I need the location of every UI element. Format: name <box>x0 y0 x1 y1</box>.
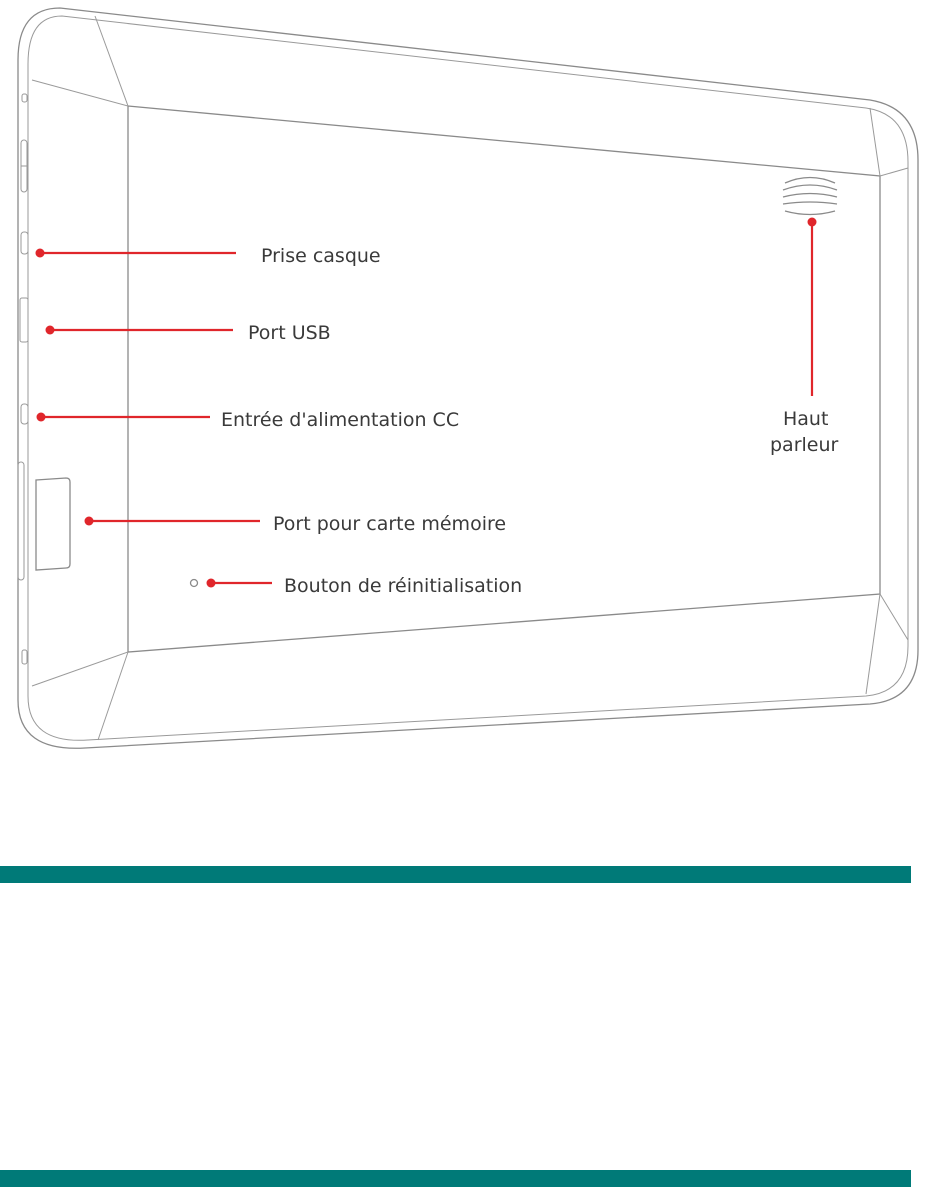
tablet-back-diagram: Prise casque Port USB Entrée d'alimentat… <box>0 0 934 760</box>
reset-button-label: Bouton de réinitialisation <box>284 575 522 597</box>
speaker-label-line1: Haut <box>783 408 828 430</box>
callout-speaker: Haut parleur <box>770 218 839 457</box>
callout-usb-port: Port USB <box>46 322 331 344</box>
callout-dc-power-input: Entrée d'alimentation CC <box>37 409 460 431</box>
tablet-body <box>18 8 918 748</box>
usb-port-label: Port USB <box>248 322 331 344</box>
memory-card-slot-shape <box>36 478 70 570</box>
memory-card-slot-label: Port pour carte mémoire <box>273 513 506 535</box>
callout-reset-button: Bouton de réinitialisation <box>207 575 523 597</box>
callout-memory-card-slot: Port pour carte mémoire <box>85 513 507 535</box>
teal-band-top <box>0 866 911 883</box>
reset-pinhole <box>191 580 198 587</box>
speaker-grille <box>783 178 837 215</box>
side-ports <box>18 94 28 664</box>
dc-power-input-label: Entrée d'alimentation CC <box>221 409 459 431</box>
headphone-jack-label: Prise casque <box>261 245 381 267</box>
teal-band-bottom <box>0 1170 911 1187</box>
callout-headphone-jack: Prise casque <box>36 245 381 267</box>
speaker-label-line2: parleur <box>770 434 839 456</box>
